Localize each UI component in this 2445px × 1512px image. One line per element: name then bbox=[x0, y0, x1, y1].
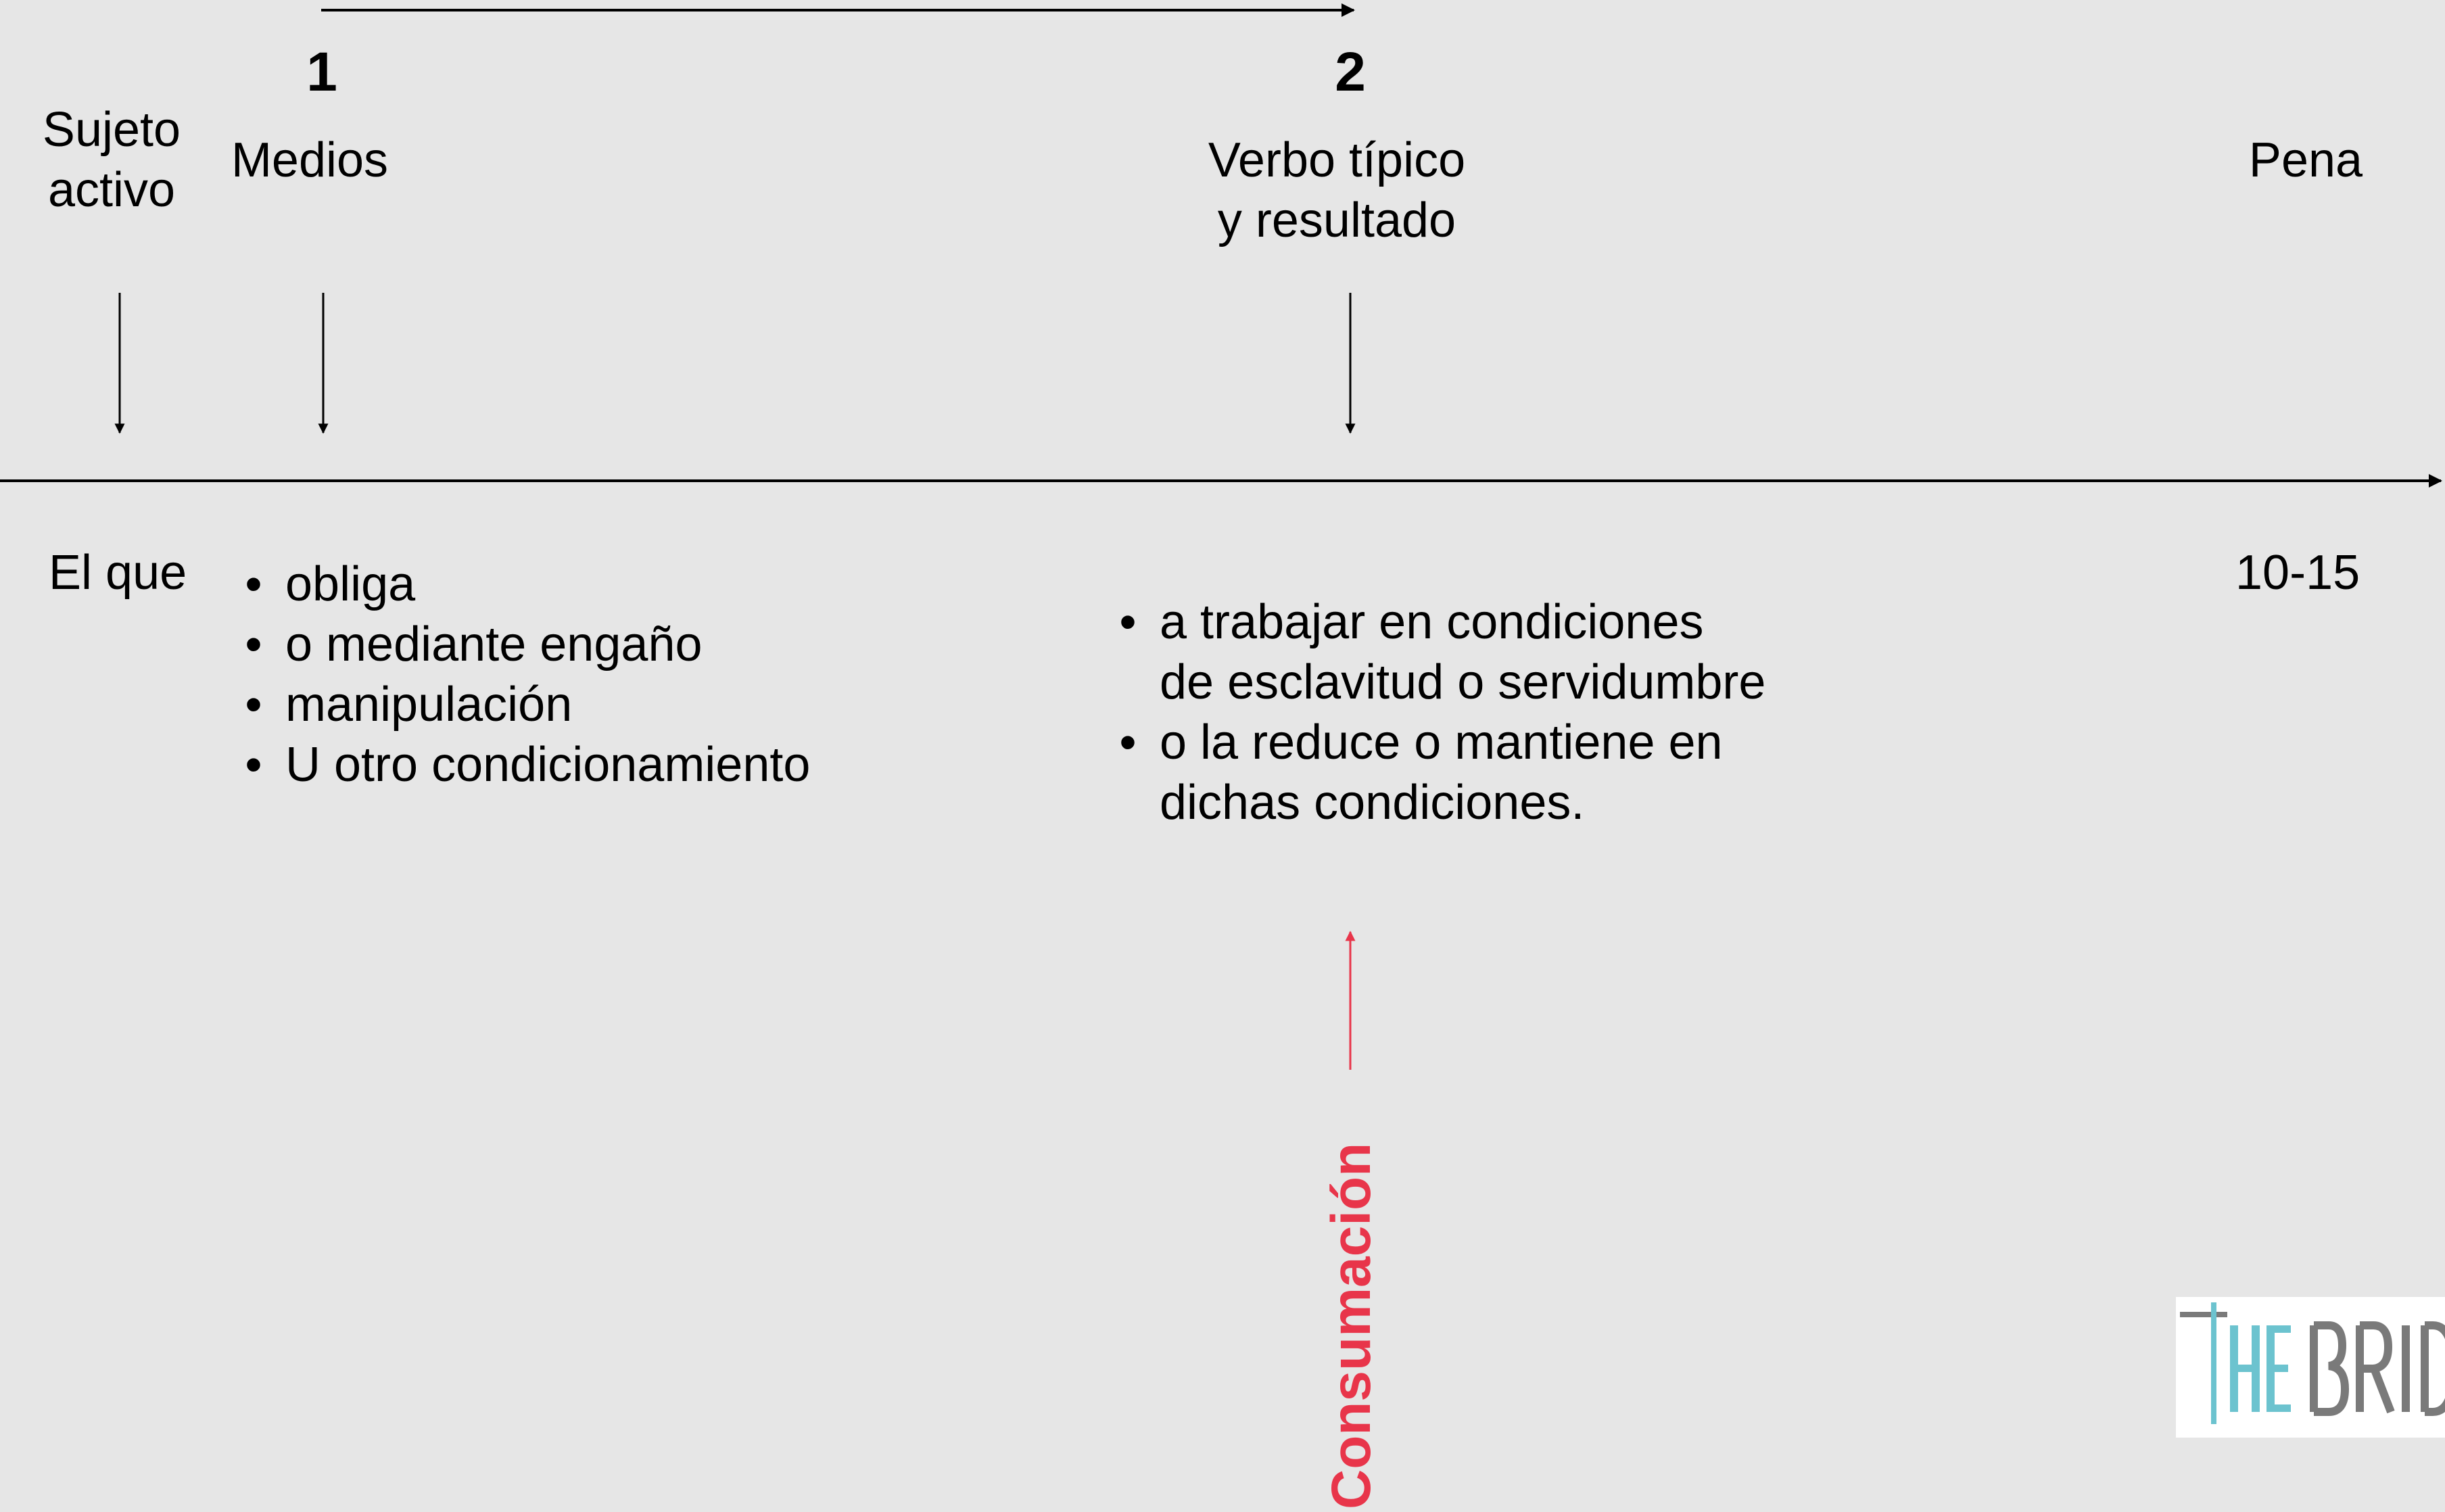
verbo-list-item-line: a trabajar en condiciones bbox=[1160, 595, 1704, 649]
header-verbo-line: y resultado bbox=[1217, 193, 1456, 247]
the-bridge-logo bbox=[2176, 1297, 2445, 1438]
header-sujeto-activo-line: Sujeto bbox=[42, 103, 181, 157]
verbo-list: a trabajar en condiciones de esclavitud … bbox=[1118, 592, 1765, 833]
medios-list-item: obliga bbox=[243, 554, 810, 615]
verbo-list-item: a trabajar en condiciones de esclavitud … bbox=[1118, 592, 1765, 713]
logo-icon bbox=[2180, 1302, 2445, 1424]
header-sujeto-activo: Sujeto activo bbox=[27, 100, 196, 220]
step-number-2: 2 bbox=[1335, 41, 1366, 103]
step-number-1: 1 bbox=[306, 41, 337, 103]
header-medios: Medios bbox=[231, 133, 389, 187]
verbo-list-item-line: de esclavitud o servidumbre bbox=[1160, 655, 1766, 709]
verbo-list-item: o la reduce o mantiene en dichas condici… bbox=[1118, 713, 1765, 833]
medios-list-item: manipulación bbox=[243, 675, 810, 735]
medios-list: obliga o mediante engaño manipulación U … bbox=[243, 554, 810, 795]
consumacion-label: Consumación bbox=[1321, 1142, 1382, 1509]
header-sujeto-activo-line: activo bbox=[47, 163, 176, 217]
sujeto-activo-value: El que bbox=[49, 546, 187, 600]
medios-list-item: U otro condicionamiento bbox=[243, 735, 810, 795]
header-verbo-tipico: Verbo típico y resultado bbox=[1164, 131, 1509, 251]
verbo-list-item-line: dichas condiciones. bbox=[1160, 776, 1585, 830]
verbo-list-item-line: o la reduce o mantiene en bbox=[1160, 715, 1723, 770]
header-verbo-line: Verbo típico bbox=[1208, 133, 1466, 187]
pena-value: 10-15 bbox=[2235, 546, 2360, 600]
header-pena: Pena bbox=[2248, 133, 2363, 187]
medios-list-item: o mediante engaño bbox=[243, 615, 810, 675]
